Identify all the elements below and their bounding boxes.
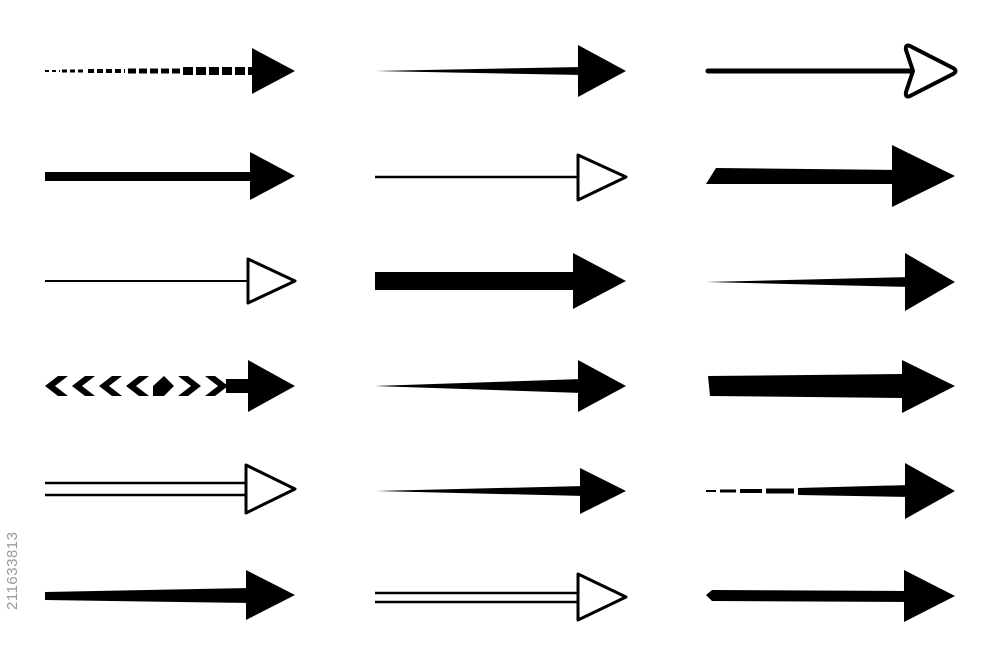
arrow-dashed-tail-icon — [706, 463, 955, 519]
arrow-bold-block-icon — [375, 253, 626, 309]
arrow-double-line-outline-icon — [375, 572, 628, 622]
arrow-long-spike-icon — [706, 253, 955, 311]
arrow-rounded-outline-head-icon — [705, 43, 958, 99]
arrow-dashed-tapered-icon — [45, 48, 295, 94]
arrow-brush-stroke-icon — [706, 145, 955, 207]
arrow-tapered-line-icon — [375, 468, 626, 514]
arrow-double-line-outline-icon — [45, 463, 297, 515]
arrow-thin-outline-head-icon — [45, 257, 297, 305]
arrow-thick-solid-icon — [45, 152, 295, 200]
arrow-wedge-shaft-icon — [45, 570, 295, 620]
arrow-brush-thin-icon — [706, 570, 955, 622]
arrow-chevron-tail-icon — [45, 360, 295, 412]
arrow-thin-outline-head-icon — [375, 153, 628, 202]
arrow-bold-block-icon — [708, 360, 955, 413]
arrow-tapered-spike-icon — [375, 360, 626, 412]
arrow-tapered-line-icon — [375, 45, 626, 97]
